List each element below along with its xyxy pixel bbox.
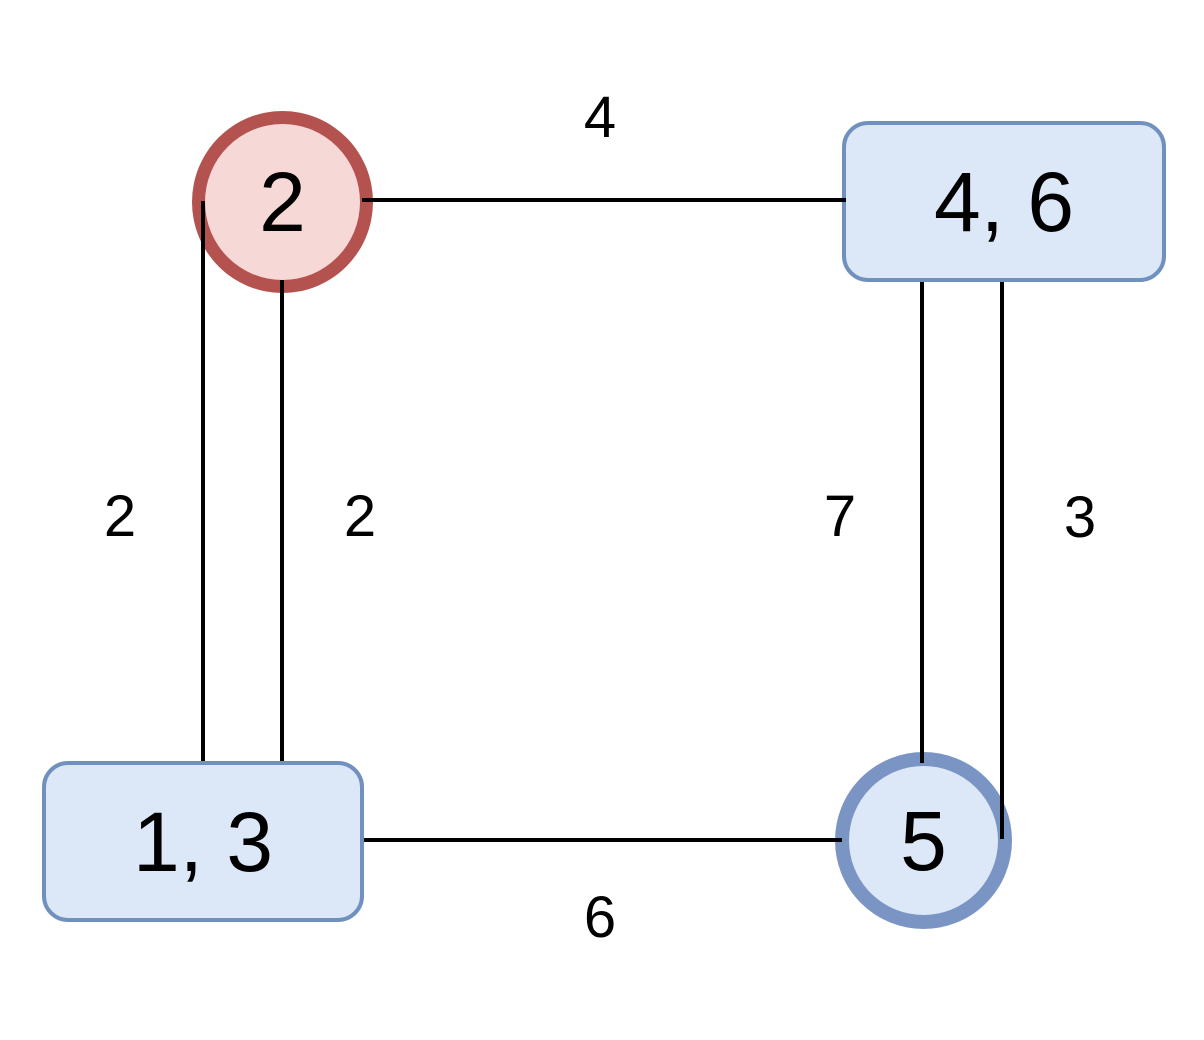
node-5-label: 5 [900,793,947,888]
edge-weight-1-3-to-5: 6 [583,885,617,950]
edge-weight-1-3-to-2-a: 2 [103,484,137,549]
node-2-label: 2 [259,155,306,249]
node-4-6-label: 4, 6 [933,154,1075,249]
node-rect-4-6: 4, 6 [842,121,1166,282]
node-circle-5: 5 [835,752,1012,929]
node-circle-2: 2 [192,111,373,293]
node-1-3-label: 1, 3 [132,794,274,889]
edge-weight-4-6-to-5-a: 7 [823,484,857,549]
edge-weight-2-to-4-6: 4 [583,85,617,150]
edge-weight-4-6-to-5-b: 3 [1063,485,1097,550]
node-rect-1-3: 1, 3 [42,761,364,922]
edge-weight-1-3-to-2-b: 2 [343,484,377,549]
